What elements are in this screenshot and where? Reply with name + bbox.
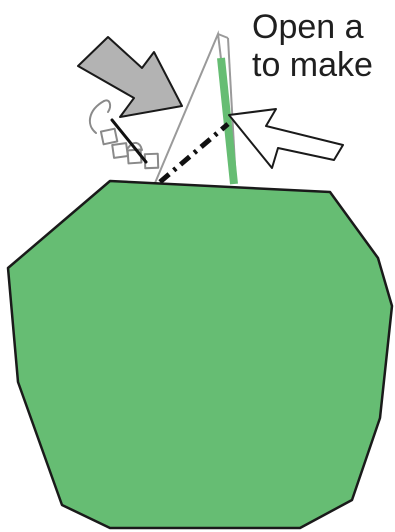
guide-dash-dot-line xyxy=(160,124,228,182)
gray-block-arrow-icon xyxy=(78,37,182,117)
green-octagon-shape xyxy=(8,181,392,528)
pointer-cursor-icon xyxy=(229,109,343,168)
